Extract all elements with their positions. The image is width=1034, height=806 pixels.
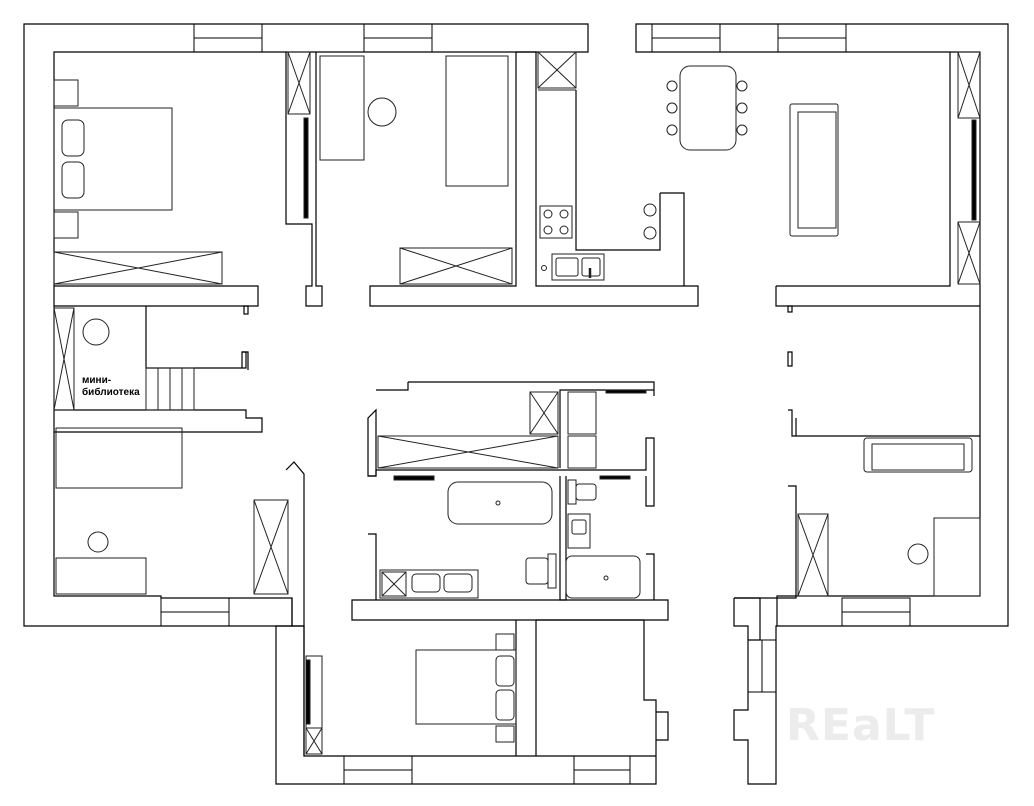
chair-icon: [666, 102, 678, 114]
chair-icon: [666, 124, 678, 136]
wardrobe-icon: [305, 727, 323, 755]
stove-icon: [539, 205, 573, 239]
washbasin-icon: [379, 569, 479, 599]
wardrobe-icon: [529, 391, 559, 435]
room-label-line1: мини-: [82, 375, 112, 386]
wardrobe-icon: [253, 499, 289, 595]
watermark: REaLT: [786, 700, 936, 751]
tv-icon: [303, 117, 309, 219]
nightstand-icon: [53, 79, 79, 107]
sofa-icon: [863, 437, 973, 473]
chair-icon: [666, 80, 678, 92]
stairs-icon: [145, 367, 195, 411]
wardrobe-icon: [797, 513, 829, 597]
desk-icon: [445, 55, 509, 187]
wardrobe-icon: [53, 251, 223, 285]
bathtub-icon: [565, 555, 641, 599]
chair-icon: [643, 226, 657, 240]
sofa-icon: [789, 103, 839, 237]
desk-icon: [55, 557, 147, 595]
desk-icon: [55, 427, 183, 489]
nightstand-icon: [495, 725, 515, 743]
wardrobe-icon: [287, 51, 311, 115]
desk-icon: [319, 55, 365, 161]
chair-icon: [736, 102, 748, 114]
wardrobe-icon: [399, 247, 513, 285]
bed-icon: [415, 649, 517, 725]
wardrobe-icon: [53, 307, 75, 411]
tv-icon: [971, 119, 977, 221]
round-table-icon: [367, 97, 397, 127]
windows: [160, 23, 911, 785]
toilet-icon: [525, 553, 557, 589]
dining-table-icon: [679, 65, 737, 151]
round-table-icon: [87, 531, 109, 553]
nightstand-icon: [495, 633, 515, 651]
chair-icon: [736, 80, 748, 92]
wardrobe-icon: [957, 221, 981, 285]
round-table-icon: [82, 318, 110, 346]
pillow-icon: [61, 161, 85, 199]
wardrobe-icon: [377, 435, 559, 469]
bathtub-icon: [447, 481, 553, 525]
washbasin-icon: [567, 513, 591, 549]
wardrobe-icon: [537, 51, 577, 89]
round-table-icon: [907, 543, 929, 565]
wardrobe-icon: [957, 51, 981, 119]
chair-icon: [643, 203, 657, 217]
kitchen-sink-icon: [551, 253, 605, 281]
interior-walls: [54, 51, 980, 756]
toilet-icon: [567, 479, 597, 505]
chair-icon: [736, 124, 748, 136]
room-label-mini-library: мини- библиотека: [82, 375, 140, 399]
desk-icon: [933, 517, 981, 597]
room-label-line2: библиотека: [82, 387, 140, 398]
nightstand-icon: [53, 211, 79, 239]
bed-icon: [53, 107, 173, 211]
pillow-icon: [61, 119, 85, 157]
